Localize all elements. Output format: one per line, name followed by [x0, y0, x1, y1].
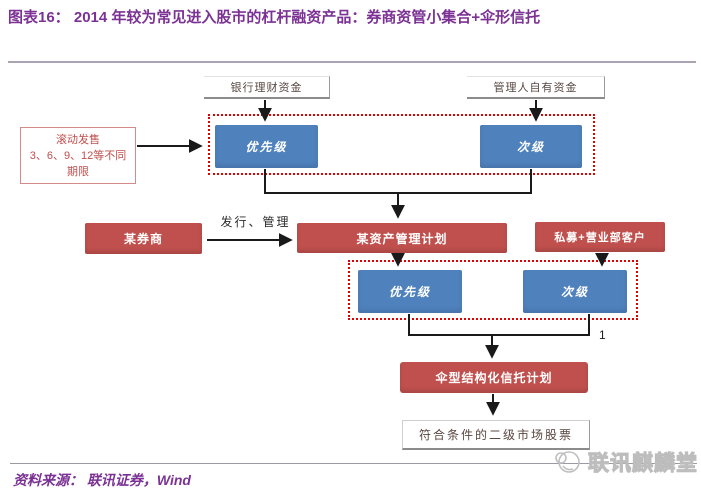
figure-title: 图表16： 2014 年较为常见进入股市的杠杆融资产品：券商资管小集合+伞形信托	[8, 9, 541, 26]
node-senior-tranche-1: 优先级	[215, 125, 318, 168]
node-umbrella-trust: 伞型结构化信托计划	[400, 362, 588, 393]
watermark-text: 联讯麒麟堂	[588, 452, 698, 476]
node-junior-tranche-2: 次级	[523, 270, 627, 313]
node-rolling-issuance: 滚动发售 3、6、9、12等不同期限	[20, 127, 136, 184]
node-bank-wealth-funds: 银行理财资金	[204, 76, 330, 99]
qilin-logo-icon	[555, 450, 580, 473]
rolling-issuance-line2: 3、6、9、12等不同期限	[29, 149, 127, 178]
node-qualified-stocks: 符合条件的二级市场股票	[402, 420, 590, 450]
edge-note-1: 1	[599, 328, 606, 342]
node-broker: 某券商	[85, 223, 202, 254]
node-junior-tranche-1: 次级	[480, 125, 582, 168]
source-note: 资料来源： 联讯证券，Wind	[13, 472, 191, 488]
node-senior-tranche-2: 优先级	[358, 270, 462, 313]
footer-divider	[10, 463, 697, 464]
title-divider	[8, 61, 696, 63]
node-private-clients: 私募+营业部客户	[535, 222, 665, 252]
edge-label-issue-manage: 发行、管理	[220, 215, 291, 229]
node-asset-mgmt-plan: 某资产管理计划	[297, 223, 507, 253]
node-manager-own-funds: 管理人自有资金	[467, 76, 605, 99]
watermark: 联讯麒麟堂	[553, 447, 698, 477]
rolling-issuance-line1: 滚动发售	[56, 133, 100, 146]
